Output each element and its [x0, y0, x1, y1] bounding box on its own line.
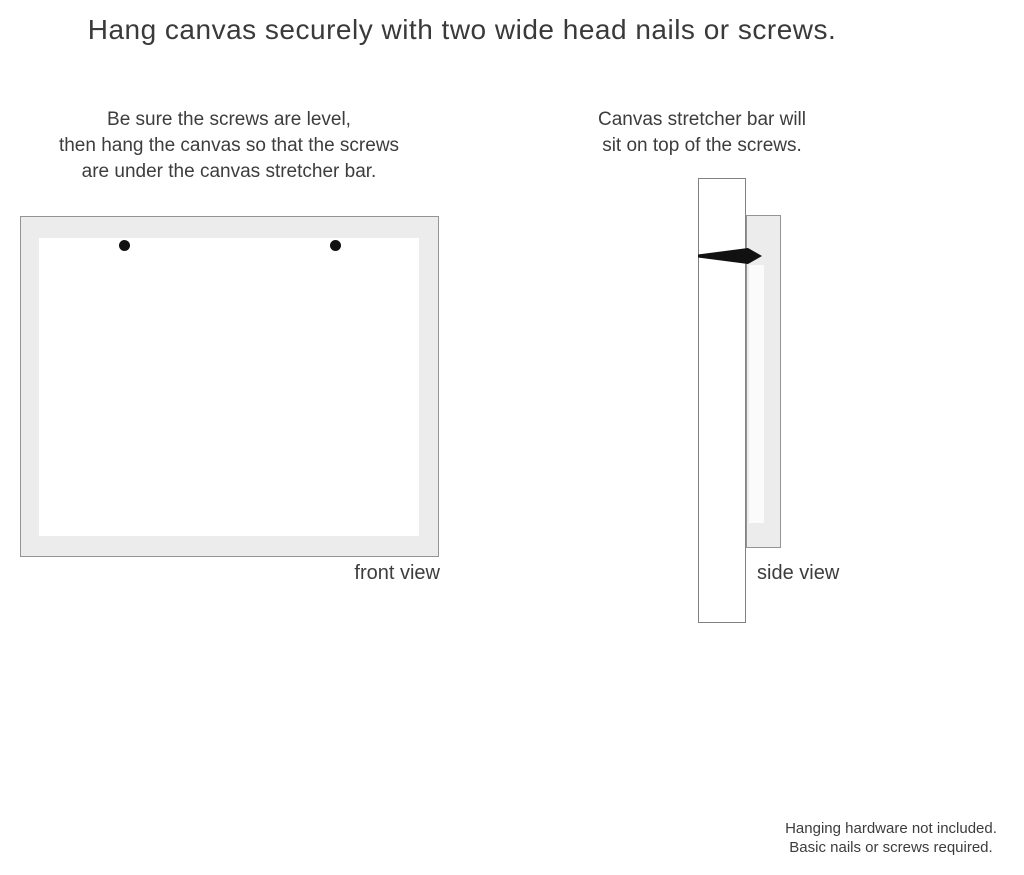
screw-dot-right-icon: [330, 240, 341, 251]
front-instruction-line-2: then hang the canvas so that the screws: [58, 135, 400, 156]
canvas-front-inner-area: [39, 238, 419, 536]
page-title: Hang canvas securely with two wide head …: [87, 14, 837, 45]
hardware-note: Hanging hardware not included. Basic nai…: [757, 819, 1024, 857]
canvas-side-view: [746, 215, 781, 548]
side-view-label: side view: [757, 562, 840, 584]
front-instruction-line-3: are under the canvas stretcher bar.: [81, 161, 377, 182]
hardware-note-line-2: Basic nails or screws required.: [789, 839, 993, 856]
screw-dot-left-icon: [119, 240, 130, 251]
hardware-note-line-1: Hanging hardware not included.: [785, 820, 997, 837]
front-view-label: front view: [354, 562, 440, 584]
front-instruction-line-1: Be sure the screws are level,: [107, 109, 351, 130]
side-instruction-line-2: sit on top of the screws.: [602, 135, 802, 156]
side-instruction-line-1: Canvas stretcher bar will: [597, 109, 807, 130]
front-instruction-text: Be sure the screws are level, then hang …: [0, 107, 458, 185]
canvas-side-inner-area: [749, 265, 764, 523]
canvas-front-view: [20, 216, 439, 557]
side-instruction-text: Canvas stretcher bar will sit on top of …: [561, 107, 843, 159]
nail-side-icon: [698, 248, 762, 264]
